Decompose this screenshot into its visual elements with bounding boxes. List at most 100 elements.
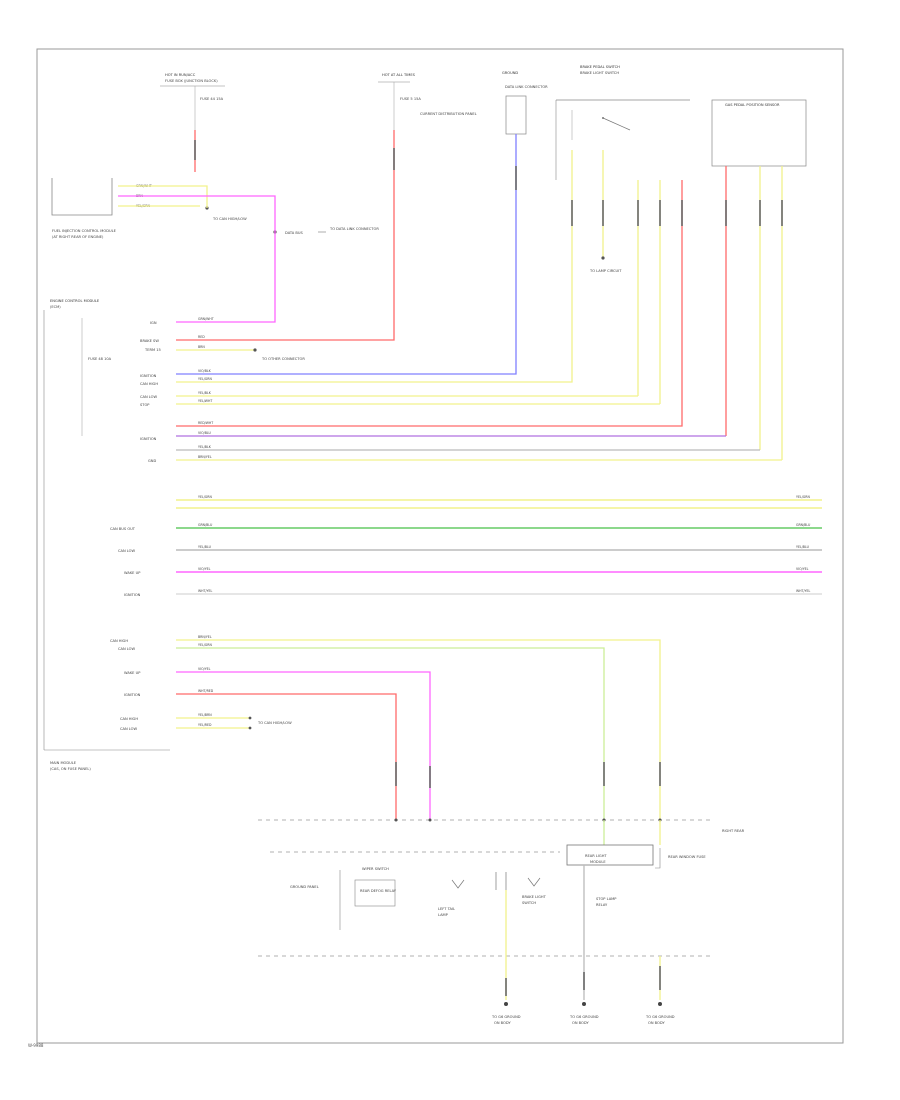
svg-text:YEL/BLU: YEL/BLU: [796, 545, 810, 549]
wire-markers: [194, 140, 783, 226]
diagram-border: [36, 48, 844, 1044]
lamp-splice-label: TO LAMP CIRCUIT: [589, 269, 622, 273]
can-bus-wires: [176, 499, 822, 595]
svg-text:SWITCH: SWITCH: [522, 901, 536, 905]
hot-at-all-fuse: FUSE 5 15A: [400, 97, 421, 101]
rear-mod-sub: MODULE: [590, 860, 606, 864]
ecm-module: ENGINE CONTROL MODULE (ECM) FUSE 48 10A …: [43, 299, 170, 771]
ground-component: GROUND DATA LINK CONNECTOR: [502, 71, 548, 135]
svg-text:GRN/BLU: GRN/BLU: [198, 523, 213, 527]
lamp-splice: TO LAMP CIRCUIT: [589, 256, 622, 273]
module-main-sub: (CAS, ON FUSE PANEL): [50, 767, 91, 771]
ground-sub: DATA LINK CONNECTOR: [505, 85, 548, 89]
mod-note: TO OTHER CONNECTOR: [261, 357, 305, 361]
left-tail: LEFT TAIL: [438, 907, 455, 911]
svg-text:GRN/BLU: GRN/BLU: [796, 523, 811, 527]
svg-text:YEL/BLU: YEL/BLU: [198, 545, 212, 549]
ground-2: TO G6 GROUND: [569, 1015, 599, 1019]
rear-light-module-box: [566, 844, 654, 866]
svg-text:YEL/BRN: YEL/BRN: [198, 713, 212, 717]
svg-text:STOP: STOP: [140, 403, 150, 407]
svg-text:CAN BUS OUT: CAN BUS OUT: [110, 527, 136, 531]
svg-text:YEL/WHT: YEL/WHT: [198, 399, 212, 403]
svg-text:WAKE UP: WAKE UP: [124, 571, 141, 575]
svg-text:YEL/BLK: YEL/BLK: [198, 445, 212, 449]
svg-text:YEL/RED: YEL/RED: [198, 723, 212, 727]
ecm-fuse: FUSE 48 10A: [88, 357, 112, 361]
svg-text:BRAKE SW: BRAKE SW: [140, 339, 159, 343]
svg-text:IGN: IGN: [150, 321, 157, 325]
fuel-unit-title: FUEL INJECTION CONTROL MODULE: [52, 229, 117, 233]
svg-text:IGNITION: IGNITION: [124, 693, 141, 697]
ground-title: GROUND: [502, 71, 518, 75]
svg-text:CAN HIGH: CAN HIGH: [120, 717, 138, 721]
svg-text:CAN LOW: CAN LOW: [140, 395, 158, 399]
stop-lamp: STOP LAMP: [596, 897, 617, 901]
wiper-sub: REAR DEFOG RELAY: [360, 889, 397, 893]
hot-fuse-title: HOT IN RUN/ACC: [165, 73, 196, 77]
brake-pedal-sub: BRAKE LIGHT SWITCH: [580, 71, 619, 75]
gas-pedal-title: GAS PEDAL POSITION SENSOR: [725, 103, 780, 107]
ecm-sub: (ECM): [50, 305, 61, 309]
svg-text:WHT/YEL: WHT/YEL: [198, 589, 213, 593]
fuel-unit-sub: (AT RIGHT REAR OF ENGINE): [52, 235, 104, 239]
hot-fuse-rating: FUSE 44 15A: [200, 97, 224, 101]
svg-text:RELAY: RELAY: [596, 903, 608, 907]
can-bus-labels: CAN BUS OUT CAN LOW WAKE UP IGNITION YEL…: [110, 495, 811, 597]
wiper-title: WIPER SWITCH: [362, 867, 389, 871]
svg-text:CAN LOW: CAN LOW: [118, 647, 136, 651]
module-main-title: MAIN MODULE: [50, 761, 77, 765]
gas-pedal-sensor: GAS PEDAL POSITION SENSOR: [711, 99, 807, 167]
svg-text:IGNITION: IGNITION: [140, 437, 157, 441]
svg-text:VIO/YEL: VIO/YEL: [198, 667, 211, 671]
svg-text:IGNITION: IGNITION: [124, 593, 141, 597]
svg-text:VIO/YEL: VIO/YEL: [198, 567, 211, 571]
svg-text:CAN LOW: CAN LOW: [120, 727, 138, 731]
svg-text:VIO/YEL: VIO/YEL: [796, 567, 809, 571]
svg-text:GND: GND: [148, 459, 156, 463]
svg-text:WHT/YEL: WHT/YEL: [796, 589, 811, 593]
can-bus-label: DATA BUS: [285, 231, 303, 235]
svg-text:BRN/YEL: BRN/YEL: [198, 635, 212, 639]
svg-text:IGNITION: IGNITION: [140, 374, 157, 378]
svg-text:VIO/BLK: VIO/BLK: [198, 369, 212, 373]
hot-fuse-subtitle: FUSE BOX (JUNCTION BLOCK): [165, 79, 218, 83]
svg-text:YEL/BLK: YEL/BLK: [198, 391, 212, 395]
svg-text:YEL/GRN: YEL/GRN: [198, 643, 212, 647]
lower-ecm-labels: CAN HIGH CAN LOW WAKE UP IGNITION CAN HI…: [110, 635, 292, 731]
brake-pedal-switch: BRAKE PEDAL SWITCH BRAKE LIGHT SWITCH: [555, 65, 690, 180]
svg-text:WHT/RED: WHT/RED: [198, 689, 214, 693]
svg-text:GRN/WHT: GRN/WHT: [198, 317, 214, 321]
ecm-horizontal-wires: [176, 316, 782, 461]
svg-text:TO CAN HIGH/LOW: TO CAN HIGH/LOW: [257, 721, 292, 725]
hot-at-all-times-component: HOT AT ALL TIMES FUSE 5 15A CURRENT DIST…: [378, 73, 477, 130]
hot-at-all-box: CURRENT DISTRIBUTION PANEL: [420, 112, 477, 116]
ecm-pin-labels: IGN BRAKE SW TERM 15 IGNITION CAN HIGH C…: [140, 317, 305, 463]
to-data-label: TO DATA LINK CONNECTOR: [329, 227, 379, 231]
ground-panel: GROUND PANEL: [290, 885, 319, 889]
ground-3: TO G6 GROUND: [645, 1015, 675, 1019]
data-bus-splice: TO CAN HIGH/LOW DATA BUS TO DATA LINK CO…: [205, 206, 379, 235]
ground-1: TO G6 GROUND: [491, 1015, 521, 1019]
svg-text:CAN LOW: CAN LOW: [118, 549, 136, 553]
lower-ecm-wires: [176, 639, 661, 820]
svg-text:BRN/YEL: BRN/YEL: [198, 455, 212, 459]
bottom-components: RIGHT REAR REAR LIGHT MODULE REAR WINDOW…: [290, 818, 745, 1025]
svg-text:VIO/BLU: VIO/BLU: [198, 431, 212, 435]
rear-mod-title: REAR LIGHT: [585, 854, 607, 858]
svg-text:YEL/GRN: YEL/GRN: [198, 377, 212, 381]
svg-text:CAN HIGH: CAN HIGH: [110, 639, 128, 643]
ecm-title: ENGINE CONTROL MODULE: [50, 299, 100, 303]
svg-text:WAKE UP: WAKE UP: [124, 671, 141, 675]
cabin-fuse: REAR WINDOW FUSE: [668, 855, 706, 859]
svg-text:ON BODY: ON BODY: [648, 1021, 665, 1025]
brake-pedal-title: BRAKE PEDAL SWITCH: [580, 65, 620, 69]
svg-text:CAN HIGH: CAN HIGH: [140, 382, 158, 386]
hot-at-all-title: HOT AT ALL TIMES: [382, 73, 416, 77]
svg-text:LAMP: LAMP: [438, 913, 449, 917]
fuel-injection-module: FUEL INJECTION CONTROL MODULE (AT RIGHT …: [51, 178, 152, 239]
svg-text:ON BODY: ON BODY: [572, 1021, 589, 1025]
bottom-label: RIGHT REAR: [722, 829, 745, 833]
